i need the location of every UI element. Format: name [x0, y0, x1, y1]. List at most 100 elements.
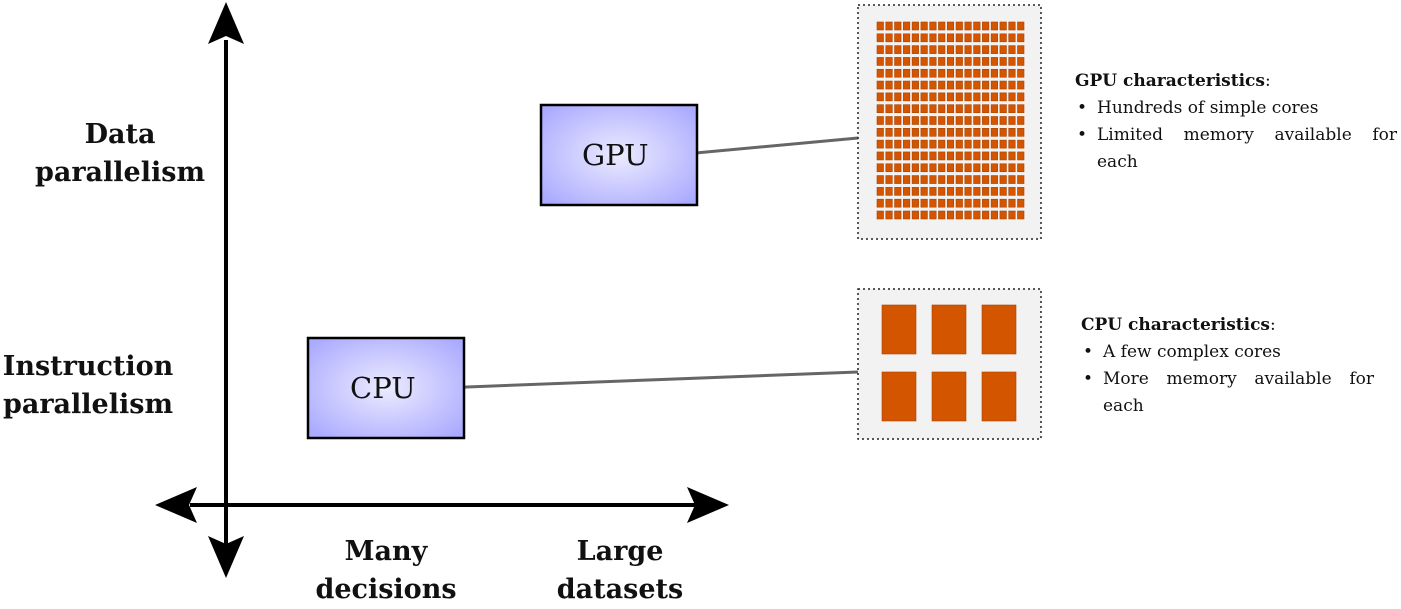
gpu-core	[938, 80, 946, 90]
horizontal-axis-left-arrow	[155, 487, 197, 523]
gpu-core	[973, 104, 981, 113]
gpu-core	[990, 68, 998, 78]
gpu-core	[990, 187, 998, 196]
gpu-core	[885, 45, 893, 54]
gpu-core	[938, 210, 946, 220]
gpu-core	[1017, 21, 1025, 31]
gpu-core	[885, 187, 893, 196]
gpu-core	[885, 198, 893, 208]
gpu-core	[885, 210, 893, 220]
gpu-core	[911, 104, 919, 113]
gpu-characteristics-heading: GPU characteristics	[1075, 71, 1265, 91]
x-axis-right-label: Large datasets	[520, 533, 720, 609]
gpu-core	[1017, 210, 1025, 220]
gpu-core	[894, 80, 902, 90]
gpu-core	[903, 80, 911, 90]
gpu-core	[990, 151, 998, 161]
gpu-core	[964, 33, 972, 43]
gpu-core	[946, 116, 955, 125]
gpu-core	[929, 33, 937, 43]
gpu-core	[955, 151, 963, 161]
gpu-core	[1017, 128, 1025, 137]
gpu-core	[911, 163, 919, 173]
gpu-characteristics: GPU characteristics: Hundreds of simple …	[1075, 68, 1397, 176]
gpu-core	[990, 128, 998, 137]
gpu-core	[929, 68, 937, 78]
gpu-core	[938, 33, 946, 43]
gpu-core	[1008, 151, 1016, 161]
gpu-core	[929, 175, 937, 184]
gpu-core	[938, 21, 946, 31]
gpu-core	[894, 116, 902, 125]
gpu-core	[1008, 128, 1016, 137]
y-axis-top-label-line-2: parallelism	[34, 157, 206, 188]
y-axis-bottom-label: Instruction parallelism	[0, 348, 188, 424]
gpu-core	[999, 128, 1007, 137]
gpu-core	[885, 33, 893, 43]
gpu-core	[938, 45, 946, 54]
gpu-core	[946, 57, 955, 66]
gpu-core	[920, 57, 928, 66]
gpu-core	[964, 57, 972, 66]
gpu-core	[955, 92, 963, 102]
gpu-core	[938, 175, 946, 184]
gpu-core	[929, 151, 937, 161]
gpu-core	[973, 116, 981, 125]
gpu-core	[946, 139, 955, 149]
gpu-core	[999, 198, 1007, 208]
gpu-core	[938, 57, 946, 66]
gpu-core	[938, 68, 946, 78]
gpu-core	[911, 80, 919, 90]
gpu-core	[973, 163, 981, 173]
gpu-core	[1017, 163, 1025, 173]
gpu-core	[929, 45, 937, 54]
gpu-core	[982, 175, 990, 184]
gpu-core	[911, 151, 919, 161]
gpu-core	[973, 151, 981, 161]
gpu-core	[955, 80, 963, 90]
horizontal-axis	[155, 487, 729, 523]
gpu-core	[999, 139, 1007, 149]
gpu-core	[911, 57, 919, 66]
gpu-core	[903, 21, 911, 31]
gpu-core	[1008, 116, 1016, 125]
gpu-core	[876, 68, 884, 78]
gpu-core	[938, 128, 946, 137]
gpu-core	[1017, 92, 1025, 102]
gpu-core	[973, 187, 981, 196]
gpu-core	[946, 175, 955, 184]
gpu-core	[1008, 187, 1016, 196]
gpu-core	[894, 210, 902, 220]
gpu-core	[1008, 104, 1016, 113]
gpu-core	[982, 104, 990, 113]
gpu-core	[955, 116, 963, 125]
cpu-label: CPU	[350, 371, 416, 405]
cpu-characteristics-title: CPU characteristics:	[1081, 312, 1374, 339]
gpu-core	[1008, 57, 1016, 66]
gpu-core	[982, 163, 990, 173]
x-axis-left-label-line-2: decisions	[315, 574, 457, 605]
gpu-core	[999, 80, 1007, 90]
x-axis-left-label-line-1: Many	[344, 536, 428, 567]
gpu-core	[964, 21, 972, 31]
gpu-core	[955, 163, 963, 173]
gpu-core	[920, 187, 928, 196]
gpu-core	[929, 21, 937, 31]
gpu-core	[911, 198, 919, 208]
gpu-core	[876, 163, 884, 173]
gpu-core	[982, 187, 990, 196]
gpu-core	[911, 33, 919, 43]
gpu-core	[946, 128, 955, 137]
cpu-core-grid	[881, 304, 1017, 422]
gpu-core	[964, 68, 972, 78]
gpu-core	[911, 45, 919, 54]
gpu-core	[946, 187, 955, 196]
horizontal-axis-right-arrow	[687, 487, 729, 523]
gpu-core	[955, 210, 963, 220]
gpu-core	[911, 21, 919, 31]
gpu-core	[1017, 116, 1025, 125]
gpu-core	[973, 80, 981, 90]
gpu-core	[973, 21, 981, 31]
cpu-core	[881, 371, 917, 422]
gpu-core	[999, 45, 1007, 54]
